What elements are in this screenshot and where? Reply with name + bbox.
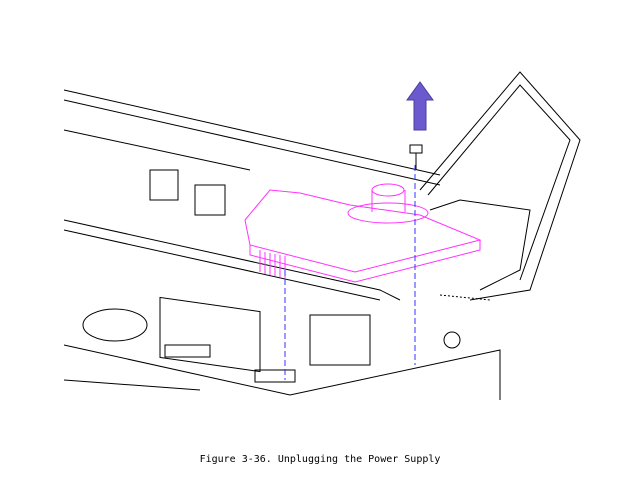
up-arrow-icon bbox=[406, 81, 434, 131]
alignment-guides bbox=[284, 165, 416, 380]
power-supply-board bbox=[244, 183, 482, 283]
power-supply-illustration bbox=[63, 71, 581, 400]
figure-caption: Figure 3-36. Unplugging the Power Supply bbox=[199, 454, 441, 465]
board-components bbox=[82, 169, 491, 383]
screw-icon bbox=[409, 144, 423, 170]
computer-chassis bbox=[63, 71, 581, 400]
